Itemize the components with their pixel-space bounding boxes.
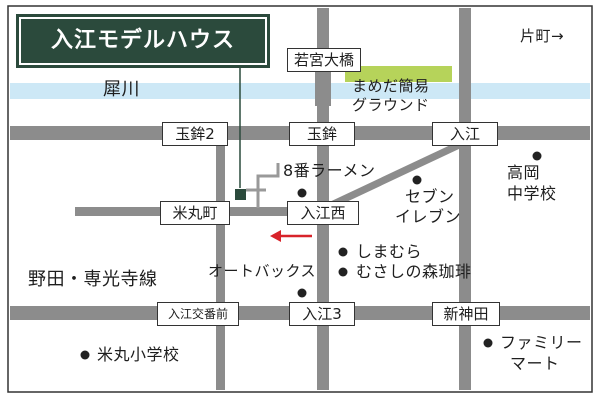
- sign-irie-kouban: 入江交番前: [157, 302, 239, 326]
- shimamura-dot: [338, 247, 348, 257]
- ramen-dot: [297, 188, 307, 198]
- takaoka-dot: [532, 151, 542, 161]
- place-takaoka-2: 中学校: [507, 184, 557, 203]
- local-lane: [256, 163, 280, 208]
- direction-label: 片町→: [520, 27, 565, 45]
- place-familymart-2: マート: [510, 354, 560, 373]
- river: [10, 83, 590, 99]
- road-irie: [459, 8, 471, 390]
- road-west: [216, 140, 225, 390]
- sign-yonemarumachi: 米丸町: [160, 201, 230, 225]
- place-autobacs: オートバックス: [208, 262, 317, 280]
- place-familymart-1: ファミリー: [500, 333, 583, 352]
- park-area: [345, 66, 452, 82]
- seven-dot: [412, 175, 422, 185]
- road-name-noda-senkoji: 野田・専光寺線: [28, 269, 158, 290]
- sign-bridge: 若宮大橋: [287, 48, 361, 72]
- sign-irie3: 入江3: [289, 302, 355, 326]
- place-ramen: 8番ラーメン: [283, 161, 376, 180]
- river-label: 犀川: [103, 79, 140, 100]
- road-diagonal: [323, 140, 461, 213]
- yonemaru-school-dot: [80, 350, 90, 360]
- sign-irie: 入江: [432, 122, 498, 146]
- park-label-2: グラウンド: [352, 96, 430, 114]
- place-takaoka-1: 高岡: [507, 163, 541, 182]
- sign-tamahoko2: 玉鉾2: [162, 122, 228, 146]
- place-musashi: むさしの森珈琲: [356, 262, 472, 281]
- place-seven-2: イレブン: [395, 207, 462, 226]
- place-shimamura: しまむら: [356, 242, 423, 261]
- sign-shinkanda: 新神田: [432, 302, 500, 326]
- sign-tamahoko: 玉鉾: [289, 122, 355, 146]
- autobacs-dot: [297, 288, 307, 298]
- familymart-dot: [483, 338, 493, 348]
- sign-irienishi: 入江西: [287, 201, 359, 225]
- place-yonemaru-school: 米丸小学校: [97, 345, 180, 364]
- park-label-1: まめだ簡易: [352, 77, 430, 95]
- place-seven-1: セブン: [405, 187, 455, 206]
- musashi-dot: [338, 267, 348, 277]
- model-house-title: 入江モデルハウス: [16, 14, 270, 68]
- model-house-marker: [235, 189, 246, 200]
